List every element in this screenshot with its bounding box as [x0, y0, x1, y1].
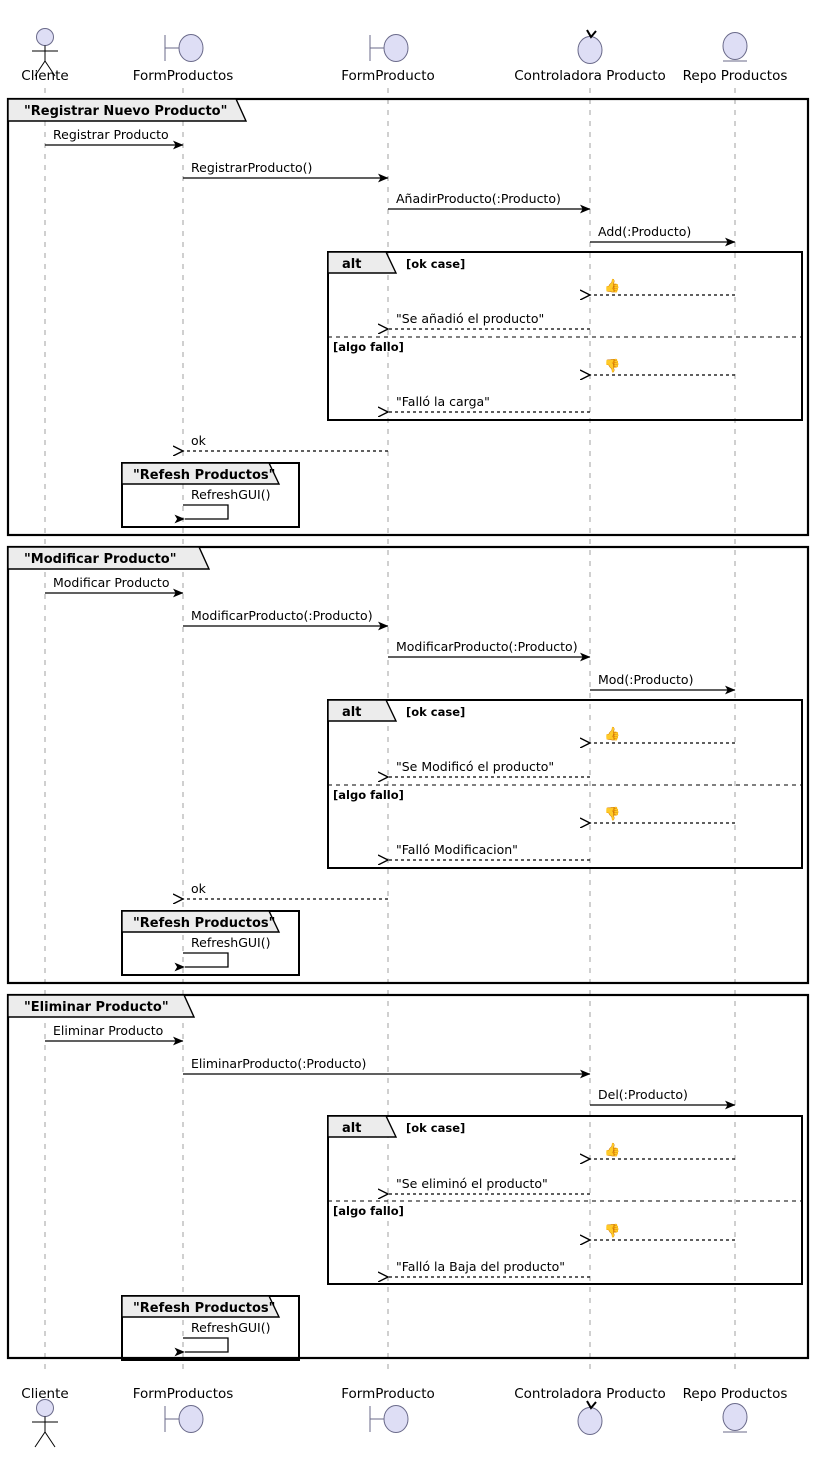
thumbs-down-icon: 👎	[604, 1223, 620, 1239]
thumbs-down-icon: 👎	[604, 358, 620, 374]
thumbs-down-icon: 👎	[604, 806, 620, 822]
actor-icon	[32, 28, 58, 77]
control-icon	[577, 29, 603, 64]
alt-guard: [algo fallo]	[333, 1204, 404, 1218]
self-message: RefreshGUI()	[174, 935, 270, 972]
message-label: Mod(:Producto)	[598, 672, 693, 687]
message-label: "Falló la carga"	[396, 394, 490, 409]
message-label: "Se añadió el producto"	[396, 311, 544, 326]
boundary-icon	[164, 34, 204, 62]
participant-label-foot-formproductos: FormProductos	[133, 1386, 234, 1402]
message-label: Eliminar Producto	[53, 1023, 163, 1038]
alt-fragment: alt [ok case] [algo fallo]	[327, 699, 803, 869]
message-label: "Falló la Baja del producto"	[396, 1259, 565, 1274]
alt-keyword: alt	[342, 705, 361, 720]
message-label: "Falló Modificacion"	[396, 842, 518, 857]
self-message: RefreshGUI()	[174, 1320, 270, 1357]
alt-guard: [ok case]	[406, 705, 465, 719]
message-label: RefreshGUI()	[191, 935, 270, 950]
participant-label-controladora: Controladora Producto	[514, 68, 666, 84]
thumbs-up-icon: 👍	[604, 278, 620, 294]
message-label: ok	[191, 433, 207, 448]
message-label: RefreshGUI()	[191, 1320, 270, 1335]
alt-guard: [algo fallo]	[333, 340, 404, 354]
refresh-fragment: "Refesh Productos"	[121, 910, 300, 976]
message-label: ModificarProducto(:Producto)	[396, 639, 578, 654]
participant-label-formproductos: FormProductos	[133, 68, 234, 84]
refresh-fragment: "Refesh Productos"	[121, 462, 300, 528]
alt-guard: [ok case]	[406, 257, 465, 271]
alt-keyword: alt	[342, 257, 361, 272]
message-label: Add(:Producto)	[598, 224, 691, 239]
fragment-frag-registrar: "Registrar Nuevo Producto"	[6, 97, 810, 537]
message-label: AñadirProducto(:Producto)	[396, 191, 561, 206]
thumbs-up-icon: 👍	[604, 1142, 620, 1158]
fragment-title: "Registrar Nuevo Producto"	[24, 104, 227, 119]
message-label: RefreshGUI()	[191, 487, 270, 502]
control-icon	[577, 1400, 603, 1435]
refresh-fragment: "Refesh Productos"	[121, 1295, 300, 1361]
fragment-title: "Refesh Productos"	[133, 468, 275, 483]
entity-icon	[722, 1403, 748, 1433]
message-label: ok	[191, 881, 207, 896]
message-label: ModificarProducto(:Producto)	[191, 608, 373, 623]
message-label: Del(:Producto)	[598, 1087, 688, 1102]
entity-icon	[722, 32, 748, 62]
alt-fragment: alt [ok case] [algo fallo]	[327, 251, 803, 421]
self-message: RefreshGUI()	[174, 487, 270, 524]
thumbs-up-icon: 👍	[604, 726, 620, 742]
alt-keyword: alt	[342, 1121, 361, 1136]
message-label: EliminarProducto(:Producto)	[191, 1056, 366, 1071]
participant-label-foot-controladora: Controladora Producto	[514, 1386, 666, 1402]
alt-guard: [algo fallo]	[333, 788, 404, 802]
boundary-icon	[369, 34, 409, 62]
alt-fragment: alt [ok case] [algo fallo]	[327, 1115, 803, 1285]
message-label: "Se eliminó el producto"	[396, 1176, 548, 1191]
participant-label-foot-formproducto: FormProducto	[341, 1386, 435, 1402]
message-label: Modificar Producto	[53, 575, 169, 590]
boundary-icon	[369, 1405, 409, 1433]
message-label: RegistrarProducto()	[191, 160, 312, 175]
participant-label-formproducto: FormProducto	[341, 68, 435, 84]
alt-guard: [ok case]	[406, 1121, 465, 1135]
participant-label-repo: Repo Productos	[683, 68, 788, 84]
participant-label-cliente: Cliente	[21, 68, 68, 84]
participant-label-foot-repo: Repo Productos	[683, 1386, 788, 1402]
participant-label-foot-cliente: Cliente	[21, 1386, 68, 1402]
fragment-title: "Refesh Productos"	[133, 1301, 275, 1316]
fragment-frag-modificar: "Modificar Producto"	[6, 545, 810, 985]
fragment-frag-eliminar: "Eliminar Producto"	[6, 993, 810, 1360]
message-label: Registrar Producto	[53, 127, 169, 142]
boundary-icon	[164, 1405, 204, 1433]
fragment-title: "Refesh Productos"	[133, 916, 275, 931]
actor-icon	[32, 1399, 58, 1448]
message-label: "Se Modificó el producto"	[396, 759, 554, 774]
fragment-title: "Eliminar Producto"	[24, 1000, 169, 1015]
fragment-title: "Modificar Producto"	[24, 552, 177, 567]
